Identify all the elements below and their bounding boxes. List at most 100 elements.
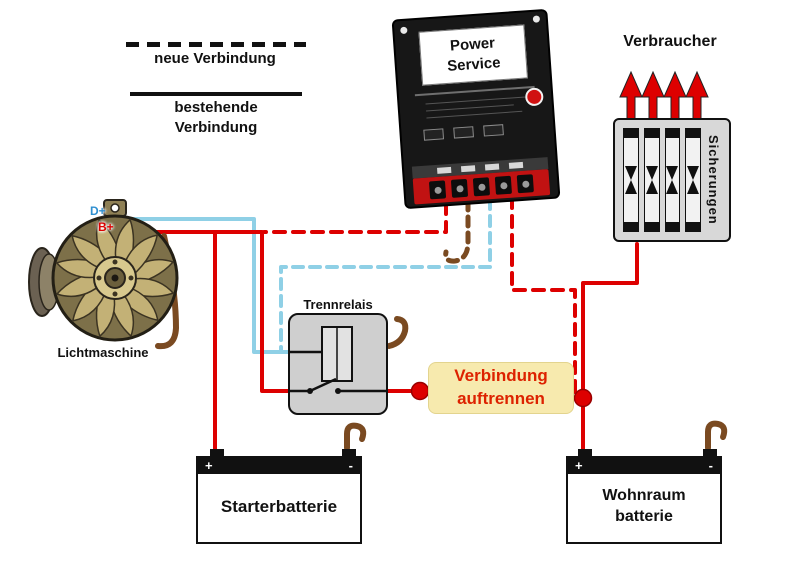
relay-label: Trennrelais <box>303 297 373 312</box>
device-connector-icon <box>483 124 504 137</box>
cut-point-left <box>410 381 430 401</box>
fuse-icon <box>623 128 639 232</box>
fuse-element-icon <box>624 166 637 194</box>
mount-hole-icon <box>110 203 120 213</box>
battery-plus-terminal <box>578 449 592 458</box>
wire-powerservice-ground-new <box>443 198 471 264</box>
starter-battery: + - Starterbatterie <box>196 449 362 544</box>
relay-box <box>288 313 388 415</box>
battery-label-wrap: Wohnraum batterie <box>568 474 720 540</box>
wire-starter-battery-ground <box>344 422 367 451</box>
fuse-contact <box>624 222 638 231</box>
legend-existing-connection-label-2: Verbindung <box>174 119 258 136</box>
fuse-contact <box>665 222 680 231</box>
consumer-arrow-icon <box>663 70 687 123</box>
wire-living-battery-to-fuses <box>581 242 639 400</box>
wire-living-battery-ground <box>705 420 728 451</box>
living-battery-label-1: Wohnraum <box>602 487 686 505</box>
device-detail-line <box>426 110 523 119</box>
plus-sign: + <box>205 458 213 473</box>
consumer-arrow-icon <box>685 70 709 123</box>
terminal-clamp-icon <box>472 177 491 197</box>
plus-sign: + <box>575 458 583 473</box>
fuse-contact <box>644 129 659 138</box>
device-panel-mark <box>460 165 476 173</box>
fuse-box-label: Sicherungen <box>706 135 721 225</box>
legend-existing-connection-label-1: bestehende <box>174 99 258 116</box>
fuse-contact <box>624 129 638 138</box>
living-battery-label-2: batterie <box>615 508 673 525</box>
fuse-icon <box>685 128 701 232</box>
wire-relay-ground <box>386 316 409 349</box>
terminal-bplus-label: B+ <box>98 220 114 234</box>
fuse-icon <box>643 128 660 232</box>
terminal-clamp-icon <box>494 175 512 195</box>
device-panel-mark <box>437 166 452 174</box>
bolt-icon <box>96 275 102 281</box>
fuse-element-icon <box>687 166 700 194</box>
cut-point-right <box>573 388 593 408</box>
cut-note-line2: auftrennen <box>457 389 545 408</box>
device-detail-line <box>425 104 514 112</box>
wire-starter-to-relay <box>213 230 294 393</box>
device-detail-line <box>414 85 535 97</box>
device-connector-icon <box>423 128 445 141</box>
battery-top-strip: + - <box>568 458 720 474</box>
bolt-icon <box>112 291 118 297</box>
mounting-hole-icon <box>532 15 541 23</box>
consumer-arrow-icon <box>619 70 643 123</box>
battery-top-strip: + - <box>198 458 360 474</box>
device-logo-icon <box>524 87 544 107</box>
mounting-hole-icon <box>400 26 408 35</box>
device-detail-line <box>425 96 526 105</box>
switch-contact <box>307 388 313 394</box>
battery-label-wrap: Starterbatterie <box>198 474 360 540</box>
device-connector-row <box>423 124 504 141</box>
legend-existing-connection-line <box>130 92 302 96</box>
bolt-icon <box>128 275 134 281</box>
fuse-contact <box>644 222 659 231</box>
consumer-arrow-icon <box>641 70 665 123</box>
minus-sign: - <box>348 458 353 473</box>
wire-dplus-existing <box>110 217 294 354</box>
relay-symbol <box>290 326 386 394</box>
bolt-icon <box>112 259 118 265</box>
device-title: Power Service <box>418 24 528 86</box>
consumers-label: Verbraucher <box>623 33 717 50</box>
fuse-icon <box>664 128 681 232</box>
battery-plus-terminal <box>210 449 224 458</box>
fuse-element-icon <box>666 166 679 194</box>
minus-sign: - <box>708 458 713 473</box>
terminal-dplus-label: D+ <box>90 204 106 218</box>
wire-powerservice-input-new <box>262 201 448 234</box>
legend-new-connection-line <box>126 42 306 47</box>
device-panel-mark <box>484 163 500 171</box>
alternator-illustration <box>28 199 179 342</box>
starter-battery-label: Starterbatterie <box>220 496 338 516</box>
consumer-arrows <box>619 70 709 123</box>
battery-minus-terminal <box>342 449 356 458</box>
cut-connection-note: Verbindung auftrennen <box>428 362 574 414</box>
fuse-contact <box>686 129 700 138</box>
terminal-clamp-icon <box>450 178 469 198</box>
switch-contact <box>335 388 341 394</box>
terminal-clamp-icon <box>428 180 447 200</box>
terminal-clamp-icon <box>516 174 534 194</box>
fuse-box: Sicherungen <box>613 118 731 242</box>
wire-dplus-new <box>279 197 492 353</box>
wire-powerservice-output-new <box>510 195 583 399</box>
shaft-icon <box>111 274 119 282</box>
alternator-label: Lichtmaschine <box>57 345 149 360</box>
device-panel-mark <box>508 161 524 169</box>
legend-new-connection-label: neue Verbindung <box>154 50 276 67</box>
power-service-device: Power Service <box>391 8 561 210</box>
fuse-contact <box>686 222 700 231</box>
living-battery: + - Wohnraum batterie <box>566 449 722 544</box>
cut-note-line1: Verbindung <box>454 366 548 386</box>
fuse-element-icon <box>645 166 658 194</box>
switch-icon <box>290 377 386 393</box>
device-connector-icon <box>453 126 474 139</box>
fuse-contact <box>665 129 680 138</box>
